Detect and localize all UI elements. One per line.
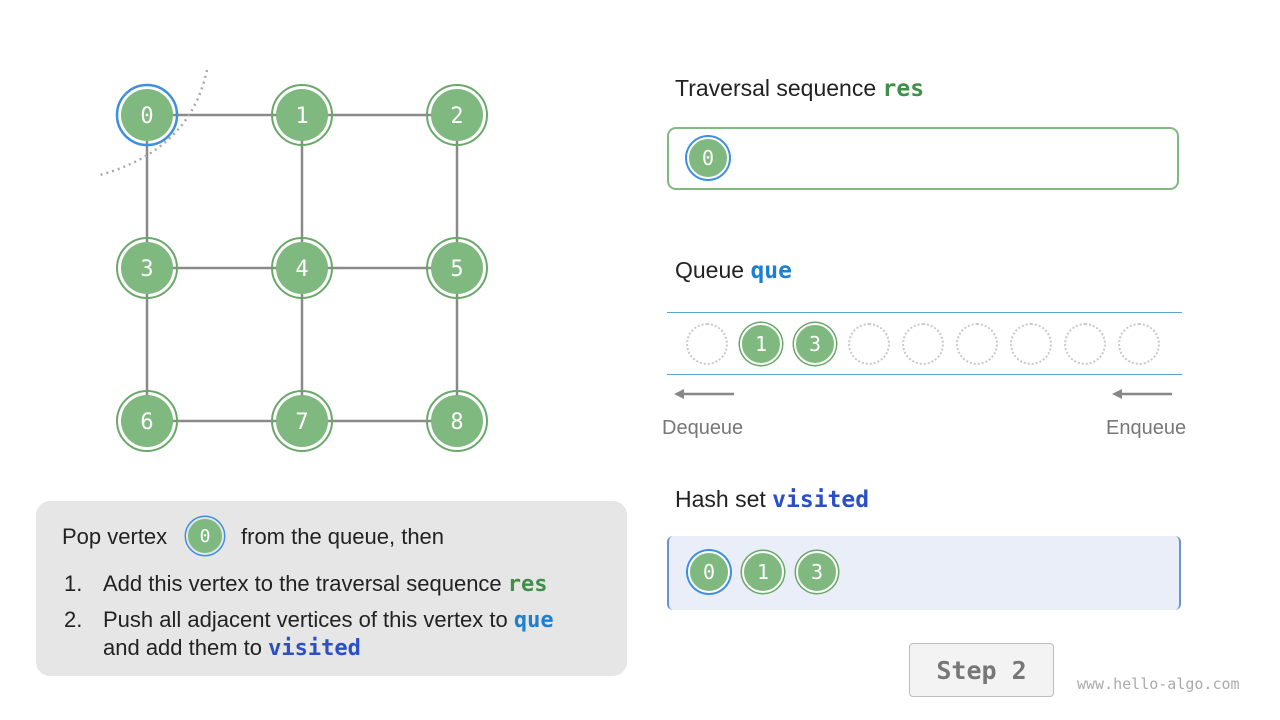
step-2-text-line-2: and add them to visited <box>103 635 361 661</box>
graph-node-1: 1 <box>271 84 333 146</box>
info-line-1: Pop vertex <box>62 524 168 549</box>
graph-node-label: 0 <box>140 104 153 129</box>
queue-slot-empty <box>686 323 728 365</box>
step-button[interactable]: Step 2 <box>909 643 1054 697</box>
dequeue-arrow-icon <box>674 389 734 399</box>
queue-item: 3 <box>794 323 836 365</box>
visited-item: 1 <box>742 551 784 593</box>
graph-node-label: 3 <box>140 257 153 282</box>
graph-node-label: 2 <box>450 104 463 129</box>
graph-node-0: 0 <box>115 83 179 147</box>
step-1-number: 1. <box>64 571 83 596</box>
graph-node-label: 4 <box>295 257 308 282</box>
graph-node-3: 3 <box>116 237 178 299</box>
res-title: Traversal sequence res <box>675 75 925 102</box>
enqueue-label: Enqueue <box>1106 417 1187 439</box>
graph-diagram: 0 1 2 3 4 5 6 7 8 <box>99 69 488 452</box>
enqueue-arrow-icon <box>1112 389 1172 399</box>
watermark: www.hello-algo.com <box>1077 675 1240 693</box>
visited-title: Hash set visited <box>675 486 870 513</box>
info-line-1-suffix: from the queue, then <box>241 524 445 549</box>
step-2-number: 2. <box>64 607 83 632</box>
res-item: 0 <box>687 137 729 179</box>
graph-node-label: 5 <box>450 257 463 282</box>
step-2-text: Push all adjacent vertices of this verte… <box>103 607 554 633</box>
graph-node-6: 6 <box>116 390 178 452</box>
visit-arc <box>99 69 209 177</box>
visited-item: 3 <box>796 551 838 593</box>
info-panel: Pop vertex 0 from the queue, then 1. Add… <box>36 501 627 676</box>
graph-node-5: 5 <box>426 237 488 299</box>
res-box: 0 <box>667 127 1179 190</box>
step-1-text: Add this vertex to the traversal sequenc… <box>103 571 548 597</box>
graph-node-7: 7 <box>271 390 333 452</box>
queue-slot-empty <box>1118 323 1160 365</box>
queue-slot-empty <box>956 323 998 365</box>
queue-slot-empty <box>1010 323 1052 365</box>
queue-slot-empty <box>848 323 890 365</box>
graph-node-8: 8 <box>426 390 488 452</box>
dequeue-label: Dequeue <box>662 417 744 439</box>
graph-node-label: 1 <box>295 104 308 129</box>
visited-item: 0 <box>688 551 730 593</box>
graph-node-4: 4 <box>271 237 333 299</box>
queue-slot-empty <box>1064 323 1106 365</box>
graph-node-label: 6 <box>140 410 153 435</box>
queue-title: Queue que <box>675 257 792 284</box>
graph-node-label: 8 <box>450 410 463 435</box>
graph-node-label: 7 <box>295 410 308 435</box>
queue-slot-empty <box>902 323 944 365</box>
inline-vertex-chip: 0 <box>186 517 224 555</box>
queue-item: 1 <box>740 323 782 365</box>
graph-node-2: 2 <box>426 84 488 146</box>
